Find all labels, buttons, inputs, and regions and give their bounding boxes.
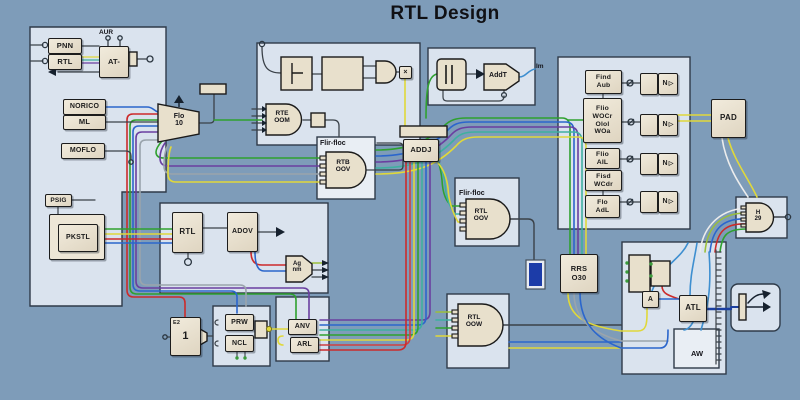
rte-oom-gate xyxy=(265,103,303,136)
im-label: Im xyxy=(536,63,544,70)
ncl-block: NCL xyxy=(225,335,254,352)
ml-block: ML xyxy=(63,115,106,130)
atl-block: ATL xyxy=(679,295,707,322)
norico-block: NORICO xyxy=(63,99,106,115)
n-ff-2: N▷ xyxy=(658,114,678,136)
output-bar xyxy=(738,293,747,321)
rtl-top-block: RTL xyxy=(48,54,82,70)
ff-plain-2 xyxy=(640,114,658,136)
and-gate xyxy=(375,60,397,84)
moflo-block: MOFLO xyxy=(61,143,105,159)
pkstl-block: PKSTL xyxy=(58,224,98,252)
flipfloc1-label: Flir-floc xyxy=(320,140,346,147)
ff-plain-4 xyxy=(640,191,658,213)
addt-label: AddT xyxy=(489,72,507,79)
anv-block: ANV xyxy=(288,319,317,335)
clock-triangle-icon: ▷ xyxy=(668,80,674,87)
bus-bar xyxy=(399,125,448,138)
prw-out-tab xyxy=(254,320,268,339)
rte-out-box xyxy=(310,112,326,128)
h29-gate xyxy=(745,202,775,233)
wires xyxy=(30,39,786,365)
rtb-oov-gate xyxy=(325,151,367,189)
pad-block: PAD xyxy=(711,99,746,138)
at-block: AT- xyxy=(99,46,129,78)
addj-block: ADDJ xyxy=(403,139,439,162)
clock-triangle-icon: ▷ xyxy=(668,121,674,128)
comp2-block xyxy=(650,260,671,287)
rtl-mid-block: RTL xyxy=(172,212,203,253)
ag-nm-gate xyxy=(285,255,313,283)
n-ff-1: N▷ xyxy=(658,73,678,95)
gate-details xyxy=(41,35,792,360)
comp1-block xyxy=(628,254,651,293)
aw-label: AW xyxy=(690,349,704,358)
clock-triangle-icon: ▷ xyxy=(668,160,674,167)
psig-block: PSIG xyxy=(45,194,72,207)
led-indicator xyxy=(529,263,542,286)
aw-box xyxy=(673,328,720,369)
clock-triangle-icon: ▷ xyxy=(668,198,674,205)
ff-plain-1 xyxy=(640,73,658,95)
page-title: RTL Design xyxy=(390,3,500,24)
gates xyxy=(128,51,775,347)
ff-plain-3 xyxy=(640,153,658,175)
bar-block xyxy=(199,83,227,95)
cap-block xyxy=(280,56,313,91)
adov-block: ADOV xyxy=(227,212,258,252)
prw-block: PRW xyxy=(225,314,254,331)
and-out-box: × xyxy=(399,66,412,79)
arl-block: ARL xyxy=(290,337,319,353)
pnn-block: PNN xyxy=(48,38,82,54)
aur-label: AUR xyxy=(98,29,114,36)
rtl-oow-gate xyxy=(457,303,504,347)
n-ff-3: N▷ xyxy=(658,153,678,175)
e2-tag: E2 xyxy=(173,320,181,326)
reg-block xyxy=(321,56,364,91)
e2-out-tab xyxy=(199,327,208,347)
flipfloc2-label: Flir-floc xyxy=(459,190,485,197)
a-small-block: A xyxy=(642,291,659,308)
rtl-oov-gate xyxy=(465,198,511,240)
flo10-mux xyxy=(157,103,200,143)
n-ff-4: N▷ xyxy=(658,191,678,213)
addt-gate xyxy=(483,63,520,91)
at-out-tab xyxy=(128,51,138,67)
